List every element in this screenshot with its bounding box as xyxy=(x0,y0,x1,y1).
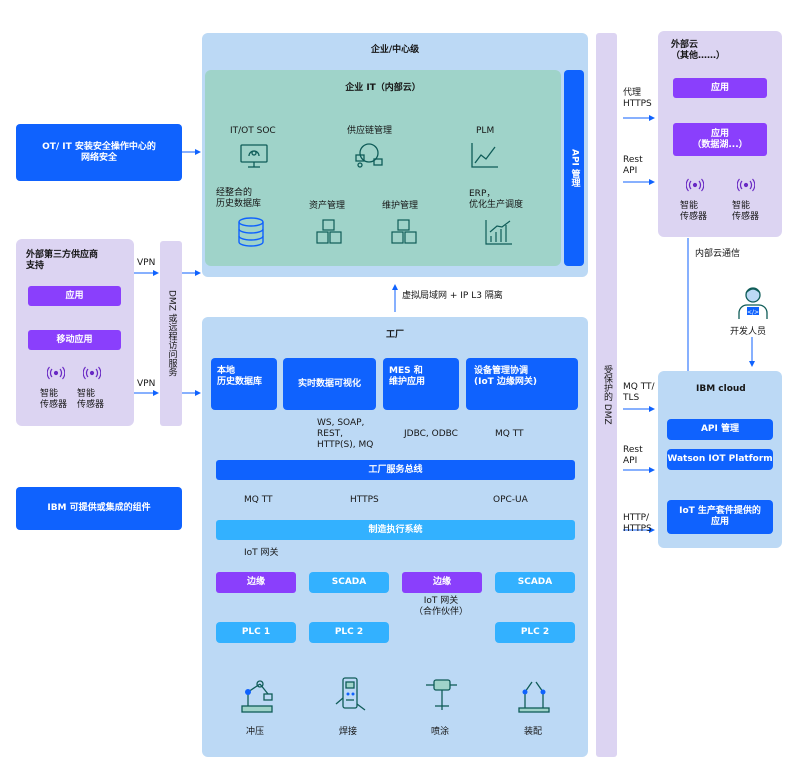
developer-label: 开发人员 xyxy=(730,327,767,337)
mes-box: MES 和 维护应用 xyxy=(383,358,459,410)
machine-label: 喷涂 xyxy=(431,727,450,737)
iot-suite-app-box: IoT 生产套件提供的 应用 xyxy=(667,500,773,534)
sensor-label: 智能 传感器 xyxy=(77,389,105,410)
connector-label: Rest API xyxy=(623,445,643,466)
asset-mgmt-label: 资产管理 xyxy=(309,201,346,211)
scada-box: SCADA xyxy=(309,572,389,593)
scada-box: SCADA xyxy=(495,572,575,593)
machine-label: 焊接 xyxy=(339,727,358,737)
bus-protocol-label: OPC-UA xyxy=(493,495,528,505)
monitor-headset-icon xyxy=(239,141,269,169)
plm-label: PLM xyxy=(476,126,495,136)
plc-box: PLC 1 xyxy=(216,622,296,643)
dmz-remote-label: DMZ 或远程访问服务 xyxy=(166,290,177,377)
edge-box: 边缘 xyxy=(216,572,296,593)
sensor-label: 智能 传感器 xyxy=(40,389,68,410)
sensor-icon xyxy=(83,364,101,382)
stamping-robot-icon xyxy=(238,676,276,714)
erp-label: ERP， 优化生产调度 xyxy=(469,189,524,210)
enterprise-it-zone: 企业 IT（内部云） xyxy=(205,70,561,266)
vpn-label: VPN xyxy=(137,258,156,268)
vlan-label: 虚拟局域网 + IP L3 隔离 xyxy=(402,291,503,301)
external-cloud-zone: 外部云 （其他……） 应用 应用 （数据湖...） 智能 传感器 智能 传感器 xyxy=(658,31,782,237)
mobile-app-button[interactable]: 移动应用 xyxy=(28,330,121,350)
ibm-component-legend: IBM 可提供或集成的组件 xyxy=(16,487,182,530)
api-management-bar: API 管理 xyxy=(564,70,584,266)
cubes-icon xyxy=(314,218,344,246)
protocol-label: MQ TT xyxy=(495,429,524,439)
plc-box: PLC 2 xyxy=(309,622,389,643)
enterprise-it-title: 企业 IT（内部云） xyxy=(345,82,421,93)
itot-soc-label: IT/OT SOC xyxy=(230,126,276,136)
bar-chart-icon xyxy=(484,218,514,246)
bus-protocol-label: MQ TT xyxy=(244,495,273,505)
machine-label: 装配 xyxy=(524,727,543,737)
sensor-label: 智能 传感器 xyxy=(680,201,708,222)
sensor-icon xyxy=(47,364,65,382)
supply-chain-icon xyxy=(353,141,385,169)
connector-label: 代理 HTTPS xyxy=(623,88,652,109)
welding-device-icon xyxy=(331,676,369,714)
sensor-label: 智能 传感器 xyxy=(732,201,760,222)
developer-icon: </> xyxy=(735,285,771,321)
enterprise-title: 企业/中心级 xyxy=(370,44,420,55)
sensor-icon xyxy=(737,176,755,194)
third-party-title: 外部第三方供应商 支持 xyxy=(26,250,99,271)
cubes-icon xyxy=(389,218,419,246)
cloud-api-mgmt-box: API 管理 xyxy=(667,419,773,440)
protected-dmz-label: 受保护的 DMZ xyxy=(602,365,612,425)
third-party-app-button[interactable]: 应用 xyxy=(28,286,121,306)
ibm-cloud-zone: IBM cloud API 管理 Watson IOT Platform IoT… xyxy=(658,371,782,548)
line-chart-icon xyxy=(470,141,500,169)
mes-system-bar: 制造执行系统 xyxy=(216,520,575,540)
factory-service-bus: 工厂服务总线 xyxy=(216,460,575,480)
third-party-zone: 外部第三方供应商 支持 应用 移动应用 智能 传感器 智能 传感器 xyxy=(16,239,134,426)
machine-label: 冲压 xyxy=(246,727,265,737)
spray-gun-icon xyxy=(422,676,460,714)
maintenance-label: 维护管理 xyxy=(382,201,419,211)
edge-box: 边缘 xyxy=(402,572,482,593)
plc-box: PLC 2 xyxy=(495,622,575,643)
dmz-remote-access-bar: DMZ 或远程访问服务 xyxy=(160,241,182,426)
vpn-label: VPN xyxy=(137,379,156,389)
assembly-robot-icon xyxy=(515,676,553,714)
factory-title: 工厂 xyxy=(385,329,404,340)
supply-chain-label: 供应链管理 xyxy=(347,126,393,136)
ibm-component-label: IBM 可提供或集成的组件 xyxy=(47,503,151,513)
connector-label: MQ TT/ TLS xyxy=(623,382,655,403)
watson-iot-box: Watson IOT Platform xyxy=(667,449,773,470)
internal-cloud-comm-label: 内部云通信 xyxy=(695,249,741,259)
partner-gateway-label: IoT 网关 （合作伙伴） xyxy=(413,596,468,617)
sensor-icon xyxy=(686,176,704,194)
api-management-label: API 管理 xyxy=(569,148,580,188)
external-app-button[interactable]: 应用 xyxy=(673,78,767,98)
ibm-cloud-title: IBM cloud xyxy=(696,384,746,394)
bus-protocol-label: HTTPS xyxy=(350,495,379,505)
otit-security-label: OT/ IT 安装安全操作中心的 网络安全 xyxy=(42,141,156,163)
connector-label: HTTP/ HTTPS xyxy=(623,513,652,534)
iot-gateway-label: IoT 网关 xyxy=(244,548,279,558)
svg-text:</>: </> xyxy=(747,309,759,316)
database-icon xyxy=(236,217,266,247)
external-cloud-title: 外部云 （其他……） xyxy=(671,40,726,61)
datalake-app-button[interactable]: 应用 （数据湖...） xyxy=(673,123,767,156)
connector-label: Rest API xyxy=(623,155,643,176)
device-mgmt-box: 设备管理协调 (IoT 边缘网关) xyxy=(466,358,578,410)
historian-label: 经整合的 历史数据库 xyxy=(216,188,262,209)
protocol-label: JDBC, ODBC xyxy=(404,429,458,439)
protocol-label: WS, SOAP, REST, HTTP(S), MQ xyxy=(317,418,374,450)
protected-dmz-bar: 受保护的 DMZ xyxy=(596,33,617,757)
realtime-viz-box: 实时数据可视化 xyxy=(283,358,376,410)
otit-security-box: OT/ IT 安装安全操作中心的 网络安全 xyxy=(16,124,182,181)
local-historian-box: 本地 历史数据库 xyxy=(211,358,277,410)
